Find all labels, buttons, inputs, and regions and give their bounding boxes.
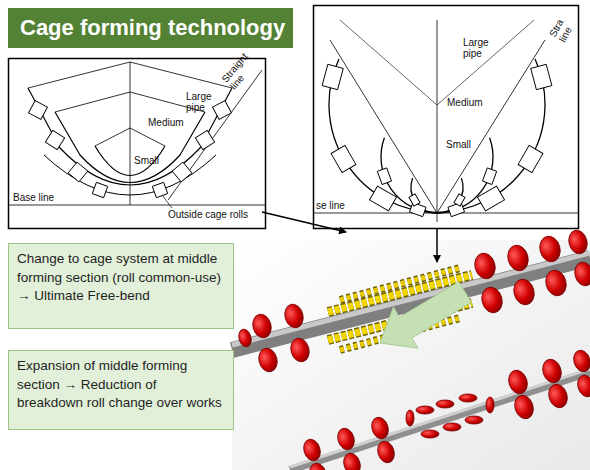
title-band: Cage forming technology [8, 8, 293, 48]
part-label: Small [446, 140, 486, 151]
note-box: Expansion of middle forming section → Re… [8, 350, 234, 430]
part-label: Straight line [220, 44, 264, 91]
part-label: Stra line [548, 13, 578, 44]
part-label: se line [316, 201, 366, 212]
part-label: Large pipe [463, 38, 495, 59]
mill-illustration [232, 228, 590, 470]
part-label: Medium [148, 118, 198, 129]
note-box: Change to cage system at middle forming … [8, 243, 234, 329]
right-inset [314, 6, 579, 229]
note-text: Change to cage system at middle forming … [17, 250, 225, 306]
part-label: Small [134, 156, 174, 167]
part-label: Medium [447, 98, 497, 109]
part-label: Outside cage rolls [168, 210, 263, 221]
part-label: Base line [13, 193, 73, 204]
part-label: Large pipe [186, 92, 218, 113]
note-text: Expansion of middle forming section → Re… [17, 357, 225, 413]
leader-arrow [262, 212, 437, 262]
